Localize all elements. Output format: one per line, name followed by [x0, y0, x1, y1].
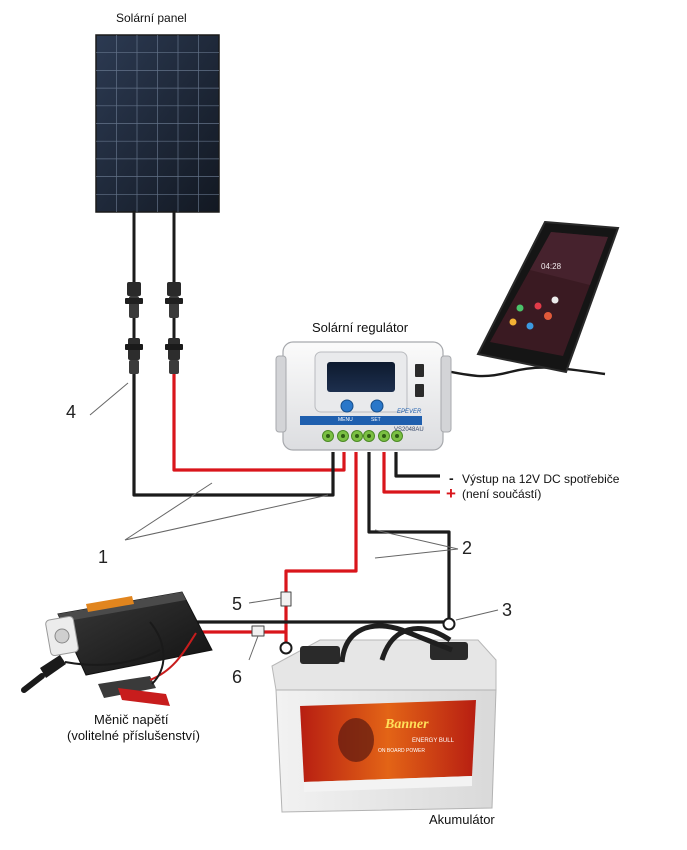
regulator-model: VS2048AU	[394, 427, 424, 433]
output-minus-sign: -	[449, 470, 454, 486]
solar-panel	[95, 34, 220, 213]
voltage-inverter	[21, 591, 213, 706]
inverter-label-line1: Měnič napětí	[94, 712, 169, 727]
battery-label	[300, 700, 476, 782]
wire-battery-negative	[367, 452, 451, 622]
regulator-brand: EPEVER	[397, 409, 422, 415]
regulator-label: Solární regulátor	[312, 320, 409, 335]
battery-brand-text: Banner	[384, 717, 429, 732]
smartphone	[476, 220, 620, 374]
panel-label: Solární panel	[116, 11, 187, 25]
phone-usb-cable	[429, 366, 606, 378]
wire-load-negative	[394, 452, 440, 478]
phone-time: 04:28	[541, 262, 562, 271]
menu-button[interactable]	[340, 399, 354, 413]
output-label-line1: Výstup na 12V DC spotřebiče	[462, 472, 620, 486]
callout-6: 6	[232, 667, 243, 687]
callout-leaders	[89, 382, 499, 661]
fuse-5	[280, 591, 292, 607]
inverter-label-line2: (volitelné příslušenství)	[67, 728, 200, 743]
set-button[interactable]	[370, 399, 384, 413]
menu-button-label: MENU	[338, 417, 353, 423]
wire-panel-negative	[132, 374, 335, 497]
battery-terminal-negative-ring	[442, 617, 456, 631]
battery-terminal-positive-ring	[279, 641, 293, 655]
mc4-connector-right-top	[165, 282, 183, 318]
wiring	[132, 366, 606, 655]
battery-label-text: Akumulátor	[429, 812, 495, 827]
panel-cables	[132, 210, 176, 284]
wire-battery-positive	[284, 452, 358, 648]
set-button-label: SET	[371, 417, 381, 423]
callout-5: 5	[232, 594, 243, 614]
fuse-6	[251, 625, 265, 637]
battery: Banner ENERGY BULL ON BOARD POWER	[271, 623, 497, 813]
mc4-connectors	[125, 282, 183, 374]
callout-2: 2	[462, 538, 473, 558]
callout-3: 3	[502, 600, 513, 620]
usb-port-bottom[interactable]	[415, 384, 424, 397]
callout-1: 1	[98, 547, 109, 567]
output-label-line2: (není součástí)	[462, 487, 542, 501]
battery-sub-text: ON BOARD POWER	[378, 748, 425, 754]
battery-product-text: ENERGY BULL	[412, 738, 455, 744]
output-plus-sign: +	[446, 484, 456, 503]
mc4-connector-left-bottom	[125, 338, 143, 374]
mc4-connector-left-top	[125, 282, 143, 318]
callout-4: 4	[66, 402, 77, 422]
wire-load-positive	[382, 452, 440, 494]
wire-panel-positive	[172, 374, 346, 472]
usb-port-top[interactable]	[415, 364, 424, 377]
mc4-connector-right-bottom	[165, 338, 183, 374]
solar-regulator	[275, 341, 452, 451]
